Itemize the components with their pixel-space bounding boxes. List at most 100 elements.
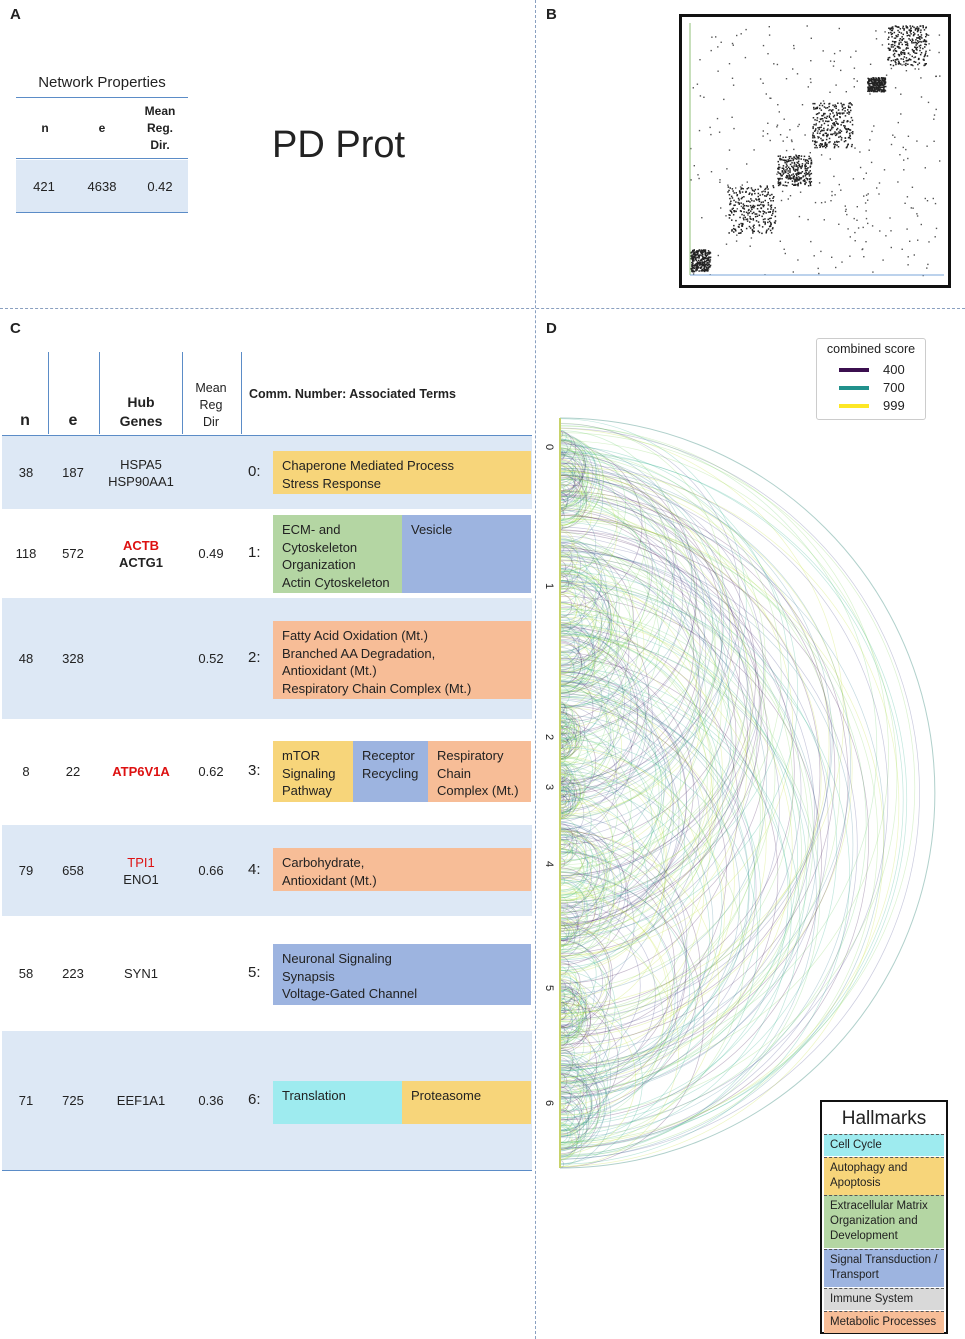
arc-edge bbox=[559, 464, 566, 476]
matrix-dot bbox=[917, 29, 920, 31]
matrix-dot bbox=[741, 225, 743, 227]
matrix-dot bbox=[867, 222, 869, 225]
matrix-dot bbox=[878, 79, 880, 82]
matrix-dot bbox=[925, 40, 927, 43]
arc-edge bbox=[559, 483, 566, 495]
matrix-dot bbox=[892, 134, 894, 136]
matrix-dot bbox=[843, 103, 845, 106]
matrix-dot bbox=[892, 46, 894, 48]
matrix-dot bbox=[903, 60, 905, 63]
matrix-dot bbox=[745, 211, 748, 214]
arc-edge bbox=[559, 773, 666, 985]
matrix-dot bbox=[906, 228, 908, 230]
arc-edge bbox=[559, 545, 573, 571]
matrix-dot bbox=[691, 269, 693, 271]
arc-edge bbox=[559, 545, 634, 694]
matrix-dot bbox=[761, 193, 764, 196]
matrix-dot bbox=[924, 197, 926, 200]
matrix-dot bbox=[795, 180, 797, 182]
matrix-dot bbox=[888, 43, 890, 45]
matrix-dot bbox=[808, 175, 811, 177]
matrix-dot bbox=[807, 218, 809, 221]
matrix-dot bbox=[875, 90, 877, 92]
matrix-dot bbox=[793, 169, 795, 171]
matrix-dot bbox=[919, 47, 922, 49]
matrix-dot bbox=[894, 60, 896, 63]
matrix-dot bbox=[736, 234, 738, 236]
matrix-dot bbox=[762, 201, 764, 203]
matrix-dot bbox=[828, 120, 830, 123]
matrix-dot bbox=[829, 60, 832, 62]
matrix-dot bbox=[735, 240, 738, 242]
community-number: 6: bbox=[248, 1090, 261, 1108]
matrix-dot bbox=[873, 84, 876, 86]
matrix-dot bbox=[803, 178, 806, 181]
arc-edge bbox=[559, 962, 581, 1004]
arc-edge bbox=[559, 1023, 611, 1131]
arc-edge bbox=[559, 789, 585, 839]
matrix-dot bbox=[736, 194, 738, 197]
term-text: Antioxidant (Mt.) bbox=[282, 872, 377, 888]
matrix-dot bbox=[769, 139, 771, 142]
matrix-dot bbox=[920, 41, 923, 43]
arc-edge bbox=[559, 586, 735, 935]
matrix-dot bbox=[798, 177, 801, 179]
matrix-dot bbox=[757, 221, 760, 223]
matrix-dot bbox=[692, 250, 695, 252]
matrix-dot bbox=[804, 167, 807, 170]
matrix-dot bbox=[838, 141, 840, 143]
matrix-dot bbox=[798, 123, 800, 126]
matrix-dot bbox=[792, 68, 794, 70]
matrix-dot bbox=[782, 159, 784, 161]
matrix-dot bbox=[923, 29, 926, 31]
arc-edge bbox=[559, 718, 685, 968]
matrix-dot bbox=[818, 144, 821, 146]
matrix-dot bbox=[789, 155, 792, 158]
matrix-dot bbox=[696, 269, 698, 271]
cell-n: 58 bbox=[18, 965, 34, 981]
matrix-dot bbox=[863, 195, 865, 197]
matrix-dot bbox=[920, 29, 922, 31]
matrix-dot bbox=[697, 266, 700, 268]
matrix-dot bbox=[829, 113, 831, 115]
matrix-dot bbox=[756, 199, 758, 201]
arc-edge bbox=[559, 474, 653, 661]
arc-edge bbox=[559, 680, 633, 831]
matrix-dot bbox=[810, 240, 812, 243]
matrix-dot bbox=[720, 41, 722, 43]
matrix-dot bbox=[935, 75, 937, 77]
matrix-dot bbox=[924, 167, 926, 169]
matrix-dot bbox=[828, 109, 830, 112]
arc-edge bbox=[559, 766, 568, 784]
arc-edge bbox=[559, 1039, 575, 1069]
arc-edge bbox=[559, 748, 725, 1079]
arc-edge bbox=[559, 624, 653, 811]
matrix-dot bbox=[820, 124, 823, 126]
matrix-dot bbox=[798, 172, 801, 174]
matrix-dot bbox=[789, 159, 791, 162]
matrix-dot bbox=[867, 193, 869, 195]
matrix-dot bbox=[933, 114, 936, 116]
arc-edge bbox=[559, 602, 601, 685]
arc-edge bbox=[559, 681, 755, 1072]
matrix-dot bbox=[740, 197, 743, 200]
matrix-dot bbox=[922, 26, 924, 29]
matrix-dot bbox=[831, 110, 833, 112]
matrix-dot bbox=[766, 194, 768, 196]
matrix-dot bbox=[792, 159, 794, 162]
matrix-dot bbox=[851, 123, 854, 126]
matrix-dot bbox=[851, 104, 853, 106]
arc-edge bbox=[559, 551, 573, 578]
matrix-dot bbox=[704, 250, 707, 252]
matrix-dot bbox=[911, 55, 913, 58]
matrix-dot bbox=[805, 177, 807, 179]
matrix-dot bbox=[901, 64, 903, 66]
arc-edge bbox=[559, 1002, 573, 1028]
matrix-dot bbox=[807, 173, 810, 175]
matrix-dot bbox=[853, 86, 855, 88]
matrix-dot bbox=[733, 228, 736, 231]
matrix-dot bbox=[917, 58, 920, 61]
matrix-dot bbox=[822, 133, 825, 136]
matrix-dot bbox=[911, 48, 914, 51]
matrix-dot bbox=[889, 217, 891, 219]
